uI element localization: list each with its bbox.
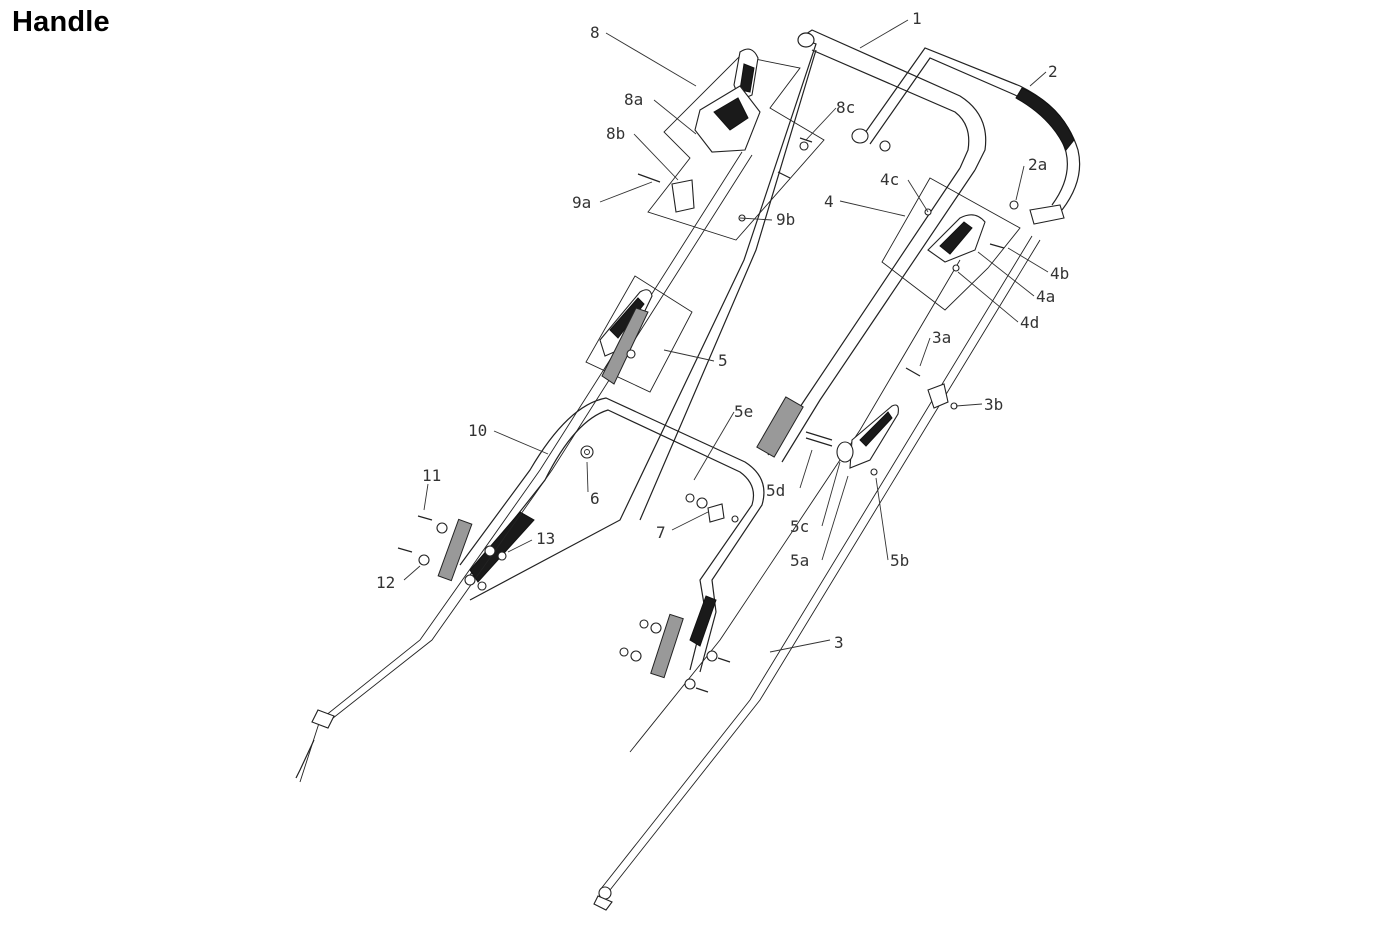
label-2a: 2a xyxy=(1028,155,1047,174)
label-4: 4 xyxy=(824,192,834,211)
right-control-assembly xyxy=(881,177,1021,311)
label-2: 2 xyxy=(1048,62,1058,81)
label-5b: 5b xyxy=(890,551,909,570)
page-title: Handle xyxy=(12,6,110,38)
label-8c: 8c xyxy=(836,98,855,117)
label-4d: 4d xyxy=(1020,313,1039,332)
hardware xyxy=(397,493,739,693)
control-cables xyxy=(295,151,1041,911)
label-8a: 8a xyxy=(624,90,643,109)
label-5c: 5c xyxy=(790,517,809,536)
label-3b: 3b xyxy=(984,395,1003,414)
upper-handle-tube xyxy=(469,29,987,601)
label-8: 8 xyxy=(590,23,600,42)
throttle-control-assembly xyxy=(637,48,825,241)
label-3a: 3a xyxy=(932,328,951,347)
drive-lever-assembly xyxy=(585,275,693,393)
label-5e: 5e xyxy=(734,402,753,421)
part-labels: 1 2 2a 3 3a 3b 4 4a 4b 4c 4d 5 5a 5b 5c … xyxy=(376,9,1069,652)
lower-handle-tube xyxy=(437,397,765,679)
label-5a: 5a xyxy=(790,551,809,570)
label-3: 3 xyxy=(834,633,844,652)
label-4c: 4c xyxy=(880,170,899,189)
label-5d: 5d xyxy=(766,481,785,500)
leader-lines xyxy=(403,19,1049,653)
label-9a: 9a xyxy=(572,193,591,212)
label-7: 7 xyxy=(656,523,666,542)
label-1: 1 xyxy=(912,9,922,28)
label-12: 12 xyxy=(376,573,395,592)
label-13: 13 xyxy=(536,529,555,548)
label-4b: 4b xyxy=(1050,264,1069,283)
bail-lever xyxy=(851,47,1081,225)
label-9b: 9b xyxy=(776,210,795,229)
label-11: 11 xyxy=(422,466,441,485)
label-6: 6 xyxy=(590,489,600,508)
label-8b: 8b xyxy=(606,124,625,143)
label-5: 5 xyxy=(718,351,728,370)
right-lower-lever xyxy=(805,367,958,476)
label-4a: 4a xyxy=(1036,287,1055,306)
label-10: 10 xyxy=(468,421,487,440)
